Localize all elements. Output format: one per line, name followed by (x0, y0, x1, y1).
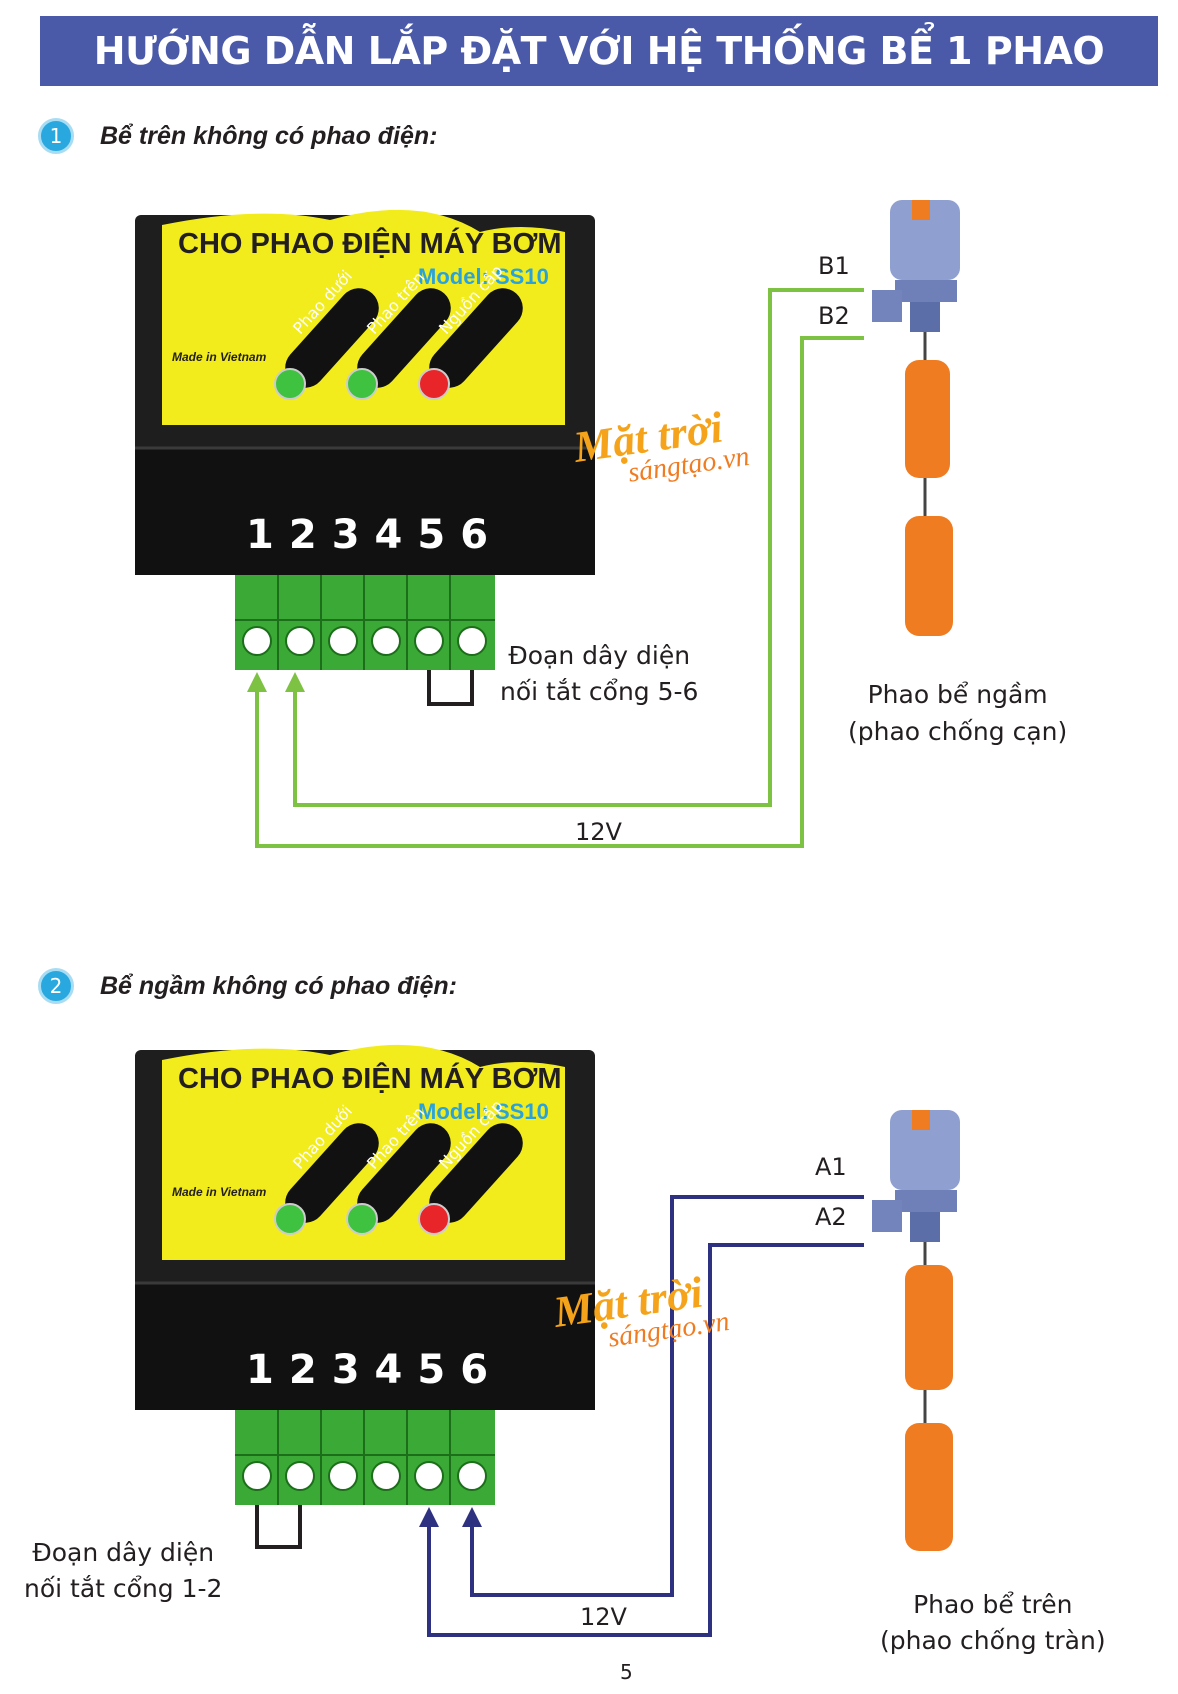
controller-heading: CHO PHAO ĐIỆN MÁY BƠM (178, 1063, 562, 1095)
wire-label-b1: B1 (818, 252, 850, 280)
voltage-label: 12V (575, 818, 622, 846)
page-number: 5 (620, 1660, 633, 1684)
float-caption: Phao bể trên (phao chống tràn) (880, 1587, 1106, 1659)
terminal-2-number: 2 (288, 1347, 317, 1393)
section-2-number-badge: 2 (38, 968, 74, 1004)
section-1-diagram-svg (135, 200, 960, 848)
led-phao-tren (346, 288, 451, 400)
float-caption-line-2: (phao chống cạn) (848, 717, 1068, 746)
wire-label-b2: B2 (818, 302, 850, 330)
float-caption-line-2: (phao chống tràn) (880, 1626, 1106, 1655)
section-1-subtitle: Bể trên không có phao điện: (100, 122, 438, 150)
controller-heading: CHO PHAO ĐIỆN MÁY BƠM (178, 228, 562, 260)
jumper-note-line-1: Đoạn dây diện (32, 1538, 215, 1567)
jumper-note-line-2: nối tắt cổng 1-2 (24, 1574, 223, 1603)
page-title-banner: HƯỚNG DẪN LẮP ĐẶT VỚI HỆ THỐNG BỂ 1 PHAO (40, 16, 1158, 86)
terminal-5-number: 5 (417, 1347, 446, 1393)
terminal-4-number: 4 (374, 512, 403, 558)
terminal-3-number: 3 (331, 512, 360, 558)
terminal-2-number: 2 (288, 512, 317, 558)
jumper-note-line-2: nối tắt cổng 5-6 (500, 677, 699, 706)
jumper-wire (255, 1505, 302, 1549)
terminal-5-number: 5 (417, 512, 446, 558)
jumper-wire (427, 670, 474, 706)
led-phao-duoi (274, 288, 379, 400)
led-nguon-cap (418, 288, 523, 400)
terminal-3-number: 3 (331, 1347, 360, 1393)
float-caption: Phao bể ngầm (phao chống cạn) (848, 676, 1067, 750)
section-1-number-badge: 1 (38, 118, 74, 154)
float-caption-line-1: Phao bể trên (913, 1590, 1073, 1619)
terminal-6-number: 6 (460, 1347, 489, 1393)
jumper-note-line-1: Đoạn dây diện (508, 641, 691, 670)
led-phao-tren (346, 1123, 451, 1235)
led-nguon-cap (418, 1123, 523, 1235)
float-switch (872, 1110, 960, 1551)
jumper-note: Đoạn dây diện nối tắt cổng 5-6 (500, 638, 698, 710)
terminal-numbers: 1 2 3 4 5 6 (246, 1347, 488, 1393)
float-switch (872, 200, 960, 636)
terminal-4-number: 4 (374, 1347, 403, 1393)
terminal-6-number: 6 (460, 512, 489, 558)
voltage-label: 12V (580, 1603, 627, 1631)
jumper-note: Đoạn dây diện nối tắt cổng 1-2 (24, 1535, 222, 1607)
terminal-numbers: 1 2 3 4 5 6 (246, 512, 488, 558)
wire-12v-green (255, 288, 864, 848)
section-2-diagram: CHO PHAO ĐIỆN MÁY BƠM Model: SS10 Made i… (0, 835, 1178, 1655)
led-phao-duoi (274, 1123, 379, 1235)
wire-label-a1: A1 (815, 1153, 847, 1181)
controller-model: Model: SS10 (418, 264, 549, 289)
terminal-1-number: 1 (246, 1347, 274, 1393)
terminal-screws (242, 626, 487, 656)
controller-made-in: Made in Vietnam (172, 350, 267, 364)
controller-model: Model: SS10 (418, 1099, 549, 1124)
float-caption-line-1: Phao bể ngầm (867, 680, 1048, 709)
section-1-diagram: CHO PHAO ĐIỆN MÁY BƠM Model: SS10 Made i… (135, 200, 1067, 848)
section-2-diagram-svg (135, 1044, 960, 1637)
terminal-screws (242, 1461, 487, 1491)
wire-12v-navy (427, 1195, 864, 1637)
section-1-number: 1 (49, 124, 63, 148)
section-2-number: 2 (49, 974, 63, 998)
controller-made-in: Made in Vietnam (172, 1185, 267, 1199)
section-2-subtitle: Bể ngầm không có phao điện: (100, 972, 457, 1000)
wire-label-a2: A2 (815, 1203, 847, 1231)
page-title: HƯỚNG DẪN LẮP ĐẶT VỚI HỆ THỐNG BỂ 1 PHAO (93, 29, 1105, 73)
terminal-1-number: 1 (246, 512, 274, 558)
